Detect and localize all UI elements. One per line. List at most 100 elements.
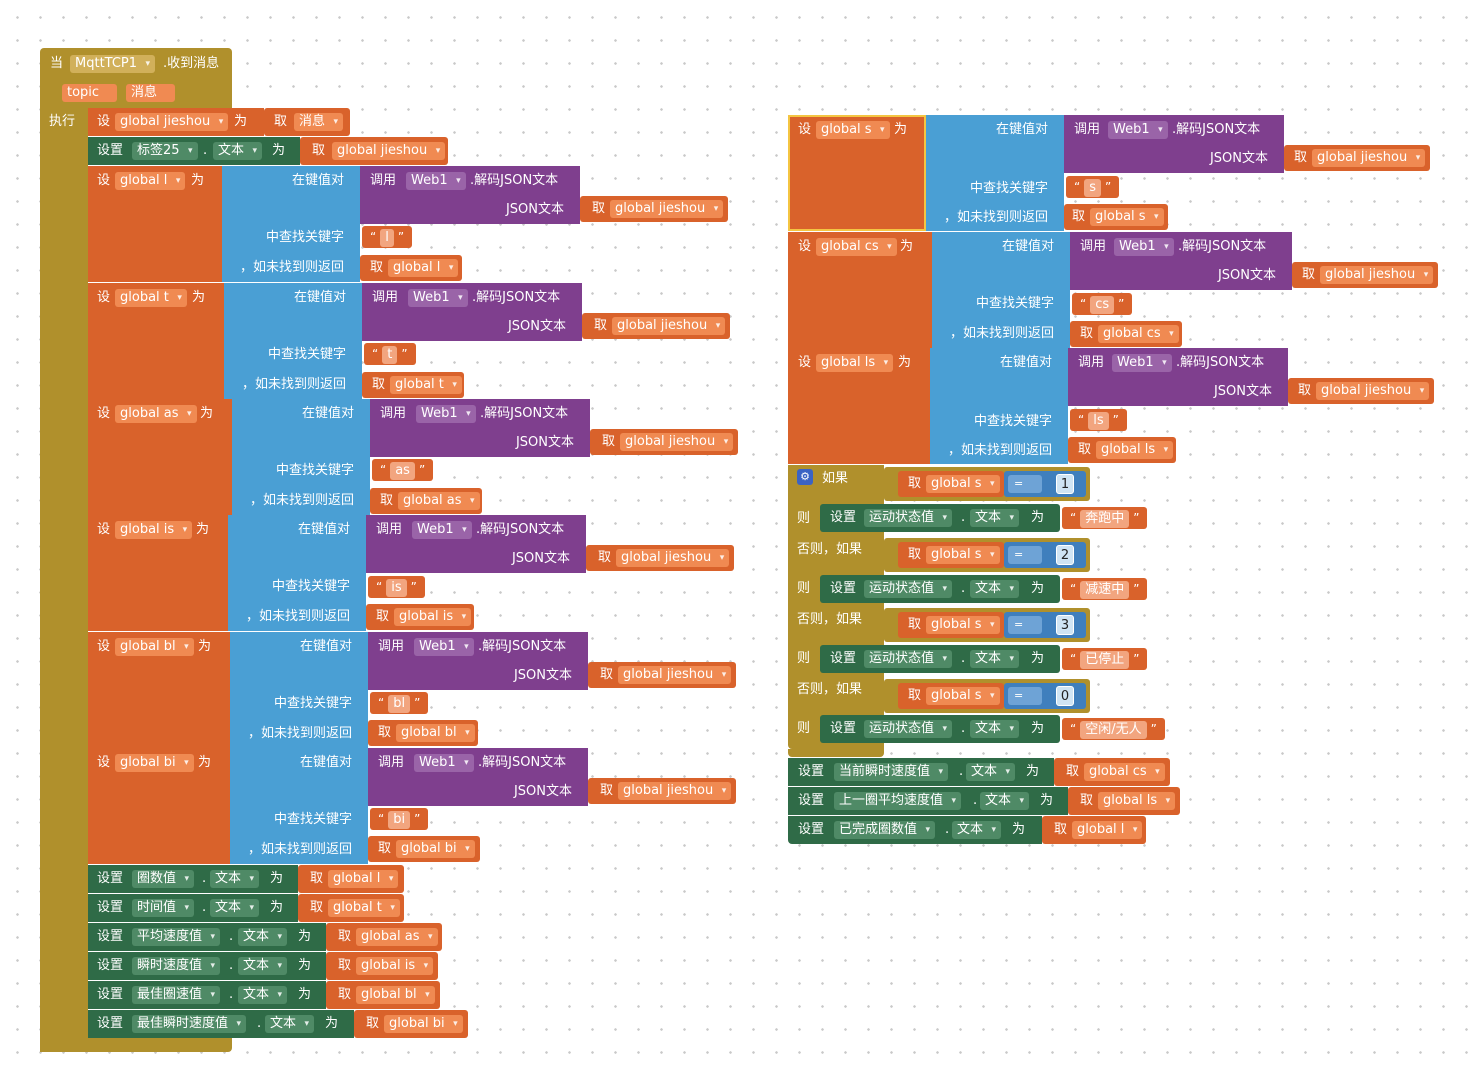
- number-literal[interactable]: 2: [1056, 545, 1074, 565]
- string-literal-status[interactable]: “减速中”: [1062, 578, 1148, 600]
- lookup-in-pairs-block[interactable]: 在键值对 中查找关键字 ，如未找到则返回: [228, 515, 366, 631]
- get-var-block[interactable]: 取 global l: [298, 865, 404, 893]
- var-dropdown[interactable]: global t: [390, 376, 462, 394]
- component-dropdown[interactable]: 时间值: [132, 899, 195, 917]
- set-var-block-t[interactable]: 设 global t 为: [88, 283, 224, 399]
- property-dropdown[interactable]: 文本: [970, 650, 1020, 668]
- get-var-block[interactable]: 取 global s: [898, 471, 1004, 497]
- string-literal-key[interactable]: “bl”: [370, 692, 429, 714]
- decode-json-call-block[interactable]: 调用 Web1 .解码JSON文本 JSON文本: [368, 748, 588, 806]
- web-component-dropdown[interactable]: Web1: [408, 289, 468, 307]
- decode-json-call-block[interactable]: 调用 Web1 .解码JSON文本 JSON文本: [366, 515, 586, 573]
- component-dropdown[interactable]: 最佳圈速值: [132, 986, 221, 1004]
- get-var-block[interactable]: 取 global t: [298, 894, 404, 922]
- get-var-block[interactable]: 取 global cs: [1070, 321, 1182, 347]
- string-literal-key[interactable]: “bi”: [370, 808, 429, 830]
- var-dropdown[interactable]: global s: [816, 121, 890, 139]
- component-dropdown[interactable]: 圈数值: [132, 870, 195, 888]
- get-var-block[interactable]: 取 global s: [1064, 204, 1168, 230]
- get-var-block[interactable]: 取 global jieshou: [586, 545, 734, 571]
- var-dropdown[interactable]: global jieshou: [115, 113, 229, 131]
- lookup-in-pairs-block[interactable]: 在键值对 中查找关键字 ，如未找到则返回: [224, 283, 362, 399]
- key-text[interactable]: is: [386, 579, 407, 597]
- set-var-block-as[interactable]: 设 global as 为: [88, 399, 232, 515]
- get-var-block[interactable]: 取 global bl: [326, 981, 440, 1009]
- lookup-in-pairs-block[interactable]: 在键值对 中查找关键字 ，如未找到则返回: [232, 399, 370, 515]
- compare-block[interactable]: = 2: [1004, 542, 1086, 568]
- key-text[interactable]: bi: [388, 811, 411, 829]
- var-dropdown[interactable]: global ls: [1096, 441, 1174, 459]
- set-property-block-inst-speed[interactable]: 设置 瞬时速度值 . 文本 为: [88, 952, 326, 980]
- param-topic[interactable]: topic: [62, 84, 118, 102]
- number-literal[interactable]: 0: [1056, 686, 1074, 706]
- lookup-in-pairs-block[interactable]: 在键值对 中查找关键字 ，如未找到则返回: [932, 232, 1070, 348]
- get-var-block[interactable]: 取 global jieshou: [582, 313, 730, 339]
- event-block-mqtt-received[interactable]: 当 MqttTCP1 .收到消息 topic 消息: [40, 48, 232, 108]
- var-dropdown[interactable]: global jieshou: [620, 433, 734, 451]
- get-var-block[interactable]: 取 global s: [898, 542, 1004, 568]
- set-var-block-l[interactable]: 设 global l 为: [88, 166, 222, 282]
- string-literal-key[interactable]: “s”: [1066, 176, 1120, 198]
- property-dropdown[interactable]: 文本: [238, 986, 288, 1004]
- var-dropdown[interactable]: global ls: [816, 354, 894, 372]
- web-component-dropdown[interactable]: Web1: [1114, 238, 1174, 256]
- string-literal-key[interactable]: “cs”: [1072, 293, 1133, 315]
- var-dropdown[interactable]: global jieshou: [610, 200, 724, 218]
- lookup-in-pairs-block[interactable]: 在键值对 中查找关键字 ，如未找到则返回: [230, 748, 368, 864]
- var-dropdown[interactable]: global s: [926, 546, 1000, 564]
- var-dropdown[interactable]: global l: [328, 870, 399, 888]
- set-property-block-motion[interactable]: 设置 运动状态值 . 文本 为: [820, 575, 1060, 603]
- string-literal-key[interactable]: “l”: [362, 226, 413, 248]
- var-dropdown[interactable]: global is: [115, 521, 193, 539]
- key-text[interactable]: s: [1084, 179, 1101, 197]
- get-var-block[interactable]: 取 global jieshou: [1288, 378, 1434, 404]
- property-dropdown[interactable]: 文本: [210, 870, 260, 888]
- get-var-block[interactable]: 取 global jieshou: [590, 429, 738, 455]
- decode-json-call-block[interactable]: 调用 Web1 .解码JSON文本 JSON文本: [360, 166, 580, 224]
- property-dropdown[interactable]: 文本: [238, 957, 288, 975]
- key-text[interactable]: bl: [388, 695, 411, 713]
- property-dropdown[interactable]: 文本: [238, 928, 288, 946]
- status-text[interactable]: 减速中: [1080, 581, 1130, 599]
- get-var-block[interactable]: 取 global jieshou: [588, 778, 736, 804]
- set-var-block-cs[interactable]: 设 global cs 为: [788, 232, 932, 348]
- set-var-block-ls[interactable]: 设 global ls 为: [788, 348, 930, 464]
- var-dropdown[interactable]: 消息: [294, 113, 344, 131]
- operator-dropdown[interactable]: =: [1008, 546, 1042, 564]
- set-property-block-done-laps[interactable]: 设置 已完成圈数值 . 文本 为: [788, 816, 1042, 844]
- get-var-block[interactable]: 取 global is: [326, 952, 438, 980]
- compare-block[interactable]: = 3: [1004, 612, 1086, 638]
- get-var-block[interactable]: 取 global as: [370, 488, 482, 514]
- operator-dropdown[interactable]: =: [1008, 616, 1042, 634]
- component-dropdown[interactable]: 运动状态值: [864, 580, 953, 598]
- property-dropdown[interactable]: 文本: [970, 720, 1020, 738]
- lookup-in-pairs-block[interactable]: 在键值对 中查找关键字 ，如未找到则返回: [930, 348, 1068, 464]
- var-dropdown[interactable]: global bl: [115, 638, 194, 656]
- component-dropdown[interactable]: 标签25: [132, 142, 198, 160]
- var-dropdown[interactable]: global s: [926, 616, 1000, 634]
- var-dropdown[interactable]: global bi: [384, 1015, 463, 1033]
- component-dropdown[interactable]: 平均速度值: [132, 928, 221, 946]
- component-dropdown[interactable]: 最佳瞬时速度值: [132, 1015, 247, 1033]
- web-component-dropdown[interactable]: Web1: [1108, 121, 1168, 139]
- set-var-block-bi[interactable]: 设 global bi 为: [88, 748, 230, 864]
- property-dropdown[interactable]: 文本: [970, 509, 1020, 527]
- var-dropdown[interactable]: global t: [115, 289, 187, 307]
- get-var-block[interactable]: 取 global jieshou: [1292, 262, 1438, 288]
- component-dropdown[interactable]: 运动状态值: [864, 650, 953, 668]
- var-dropdown[interactable]: global jieshou: [616, 549, 730, 567]
- var-dropdown[interactable]: global l: [115, 172, 186, 190]
- set-var-block-bl[interactable]: 设 global bl 为: [88, 632, 230, 748]
- key-text[interactable]: ls: [1088, 412, 1109, 430]
- string-literal-key[interactable]: “ls”: [1070, 409, 1127, 431]
- var-dropdown[interactable]: global bi: [396, 840, 475, 858]
- set-property-block-last-lap-avg[interactable]: 设置 上一圈平均速度值 . 文本 为: [788, 787, 1068, 815]
- var-dropdown[interactable]: global ls: [1098, 792, 1176, 810]
- web-component-dropdown[interactable]: Web1: [414, 638, 474, 656]
- get-var-block[interactable]: 取 global bl: [368, 720, 478, 746]
- web-component-dropdown[interactable]: Web1: [406, 172, 466, 190]
- get-var-block[interactable]: 取 global ls: [1068, 437, 1176, 463]
- lookup-in-pairs-block[interactable]: 在键值对 中查找关键字 ，如未找到则返回: [222, 166, 360, 282]
- number-literal[interactable]: 3: [1056, 615, 1074, 635]
- set-var-block[interactable]: 设 global jieshou 为: [88, 108, 264, 136]
